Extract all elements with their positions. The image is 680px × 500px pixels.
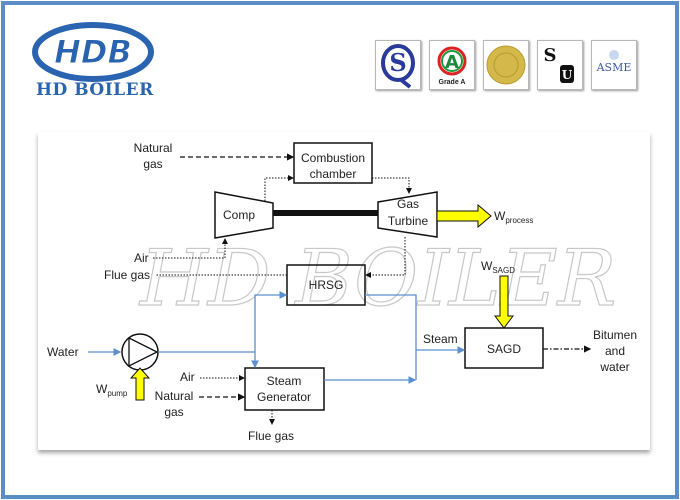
- hdb-logo: HDB: [32, 22, 154, 82]
- brand-name: HD BOILER: [36, 80, 154, 100]
- gold-seal-icon: [483, 40, 529, 90]
- air-top-label: Air: [134, 251, 149, 265]
- hrsg-steam-line: [365, 294, 417, 380]
- shaft: [273, 210, 378, 216]
- s-certification-icon: S: [375, 40, 421, 90]
- flue-gas-top-label: Flue gas: [104, 268, 150, 282]
- natural-gas-bottom-label-1: Natural: [155, 389, 194, 403]
- compressor-shape: [214, 191, 274, 239]
- grade-a-icon: A Grade A: [429, 40, 475, 90]
- sagd-label: SAGD: [487, 342, 521, 356]
- hrsg-box: [286, 264, 366, 306]
- combustion-to-turbine-line: [372, 177, 412, 194]
- natural-gas-top-label-1: Natural: [134, 141, 173, 155]
- combustion-label-2: chamber: [310, 167, 357, 181]
- natural-gas-top-label-2: gas: [143, 157, 162, 171]
- w-process-label: Wprocess: [494, 209, 533, 225]
- steam-generator-box: [244, 367, 325, 411]
- w-pump-arrow: [129, 367, 151, 401]
- air-to-comp-line: [153, 238, 228, 259]
- water-to-hrsg-line: [254, 291, 288, 352]
- w-pump-label: Wpump: [96, 382, 128, 398]
- bitumen-label-3: water: [599, 360, 629, 374]
- svg-text:A: A: [445, 52, 459, 73]
- bitumen-label-2: and: [605, 344, 625, 358]
- turbine-to-hrsg-line: [365, 237, 406, 278]
- watermark: HD BOILER: [138, 234, 616, 324]
- natural-gas-bottom-label-2: gas: [164, 405, 183, 419]
- w-sagd-arrow: [494, 275, 514, 329]
- svg-text:U: U: [562, 68, 573, 82]
- asme-icon: ASME: [591, 40, 637, 90]
- turbine-label-2: Turbine: [388, 214, 429, 228]
- pump-icon: [121, 333, 159, 371]
- pump-triangle: [128, 336, 159, 368]
- combustion-chamber-box: [293, 142, 373, 184]
- hrsg-label: HRSG: [309, 278, 344, 292]
- grade-a-label: Grade A: [439, 79, 466, 86]
- comp-label: Comp: [223, 208, 255, 222]
- turbine-label-1: Gas: [397, 197, 419, 211]
- flue-gas-bottom-label: Flue gas: [248, 429, 294, 443]
- logo-text: HDB: [54, 33, 132, 71]
- steam-generator-label-1: Steam: [267, 374, 302, 388]
- combustion-label-1: Combustion: [301, 151, 365, 165]
- w-process-arrow: [436, 203, 492, 229]
- svg-text:S: S: [544, 45, 557, 66]
- comp-to-combustion-line: [264, 175, 294, 201]
- asme-label: ASME: [596, 61, 632, 74]
- w-sagd-label: WSAGD: [481, 259, 515, 275]
- steam-label: Steam: [423, 332, 458, 346]
- steam-generator-label-2: Generator: [257, 390, 311, 404]
- bitumen-label-1: Bitumen: [593, 328, 637, 342]
- water-label: Water: [47, 345, 79, 359]
- air-bottom-label: Air: [180, 370, 195, 384]
- gas-turbine-shape: [377, 191, 438, 238]
- svg-text:S: S: [389, 48, 406, 77]
